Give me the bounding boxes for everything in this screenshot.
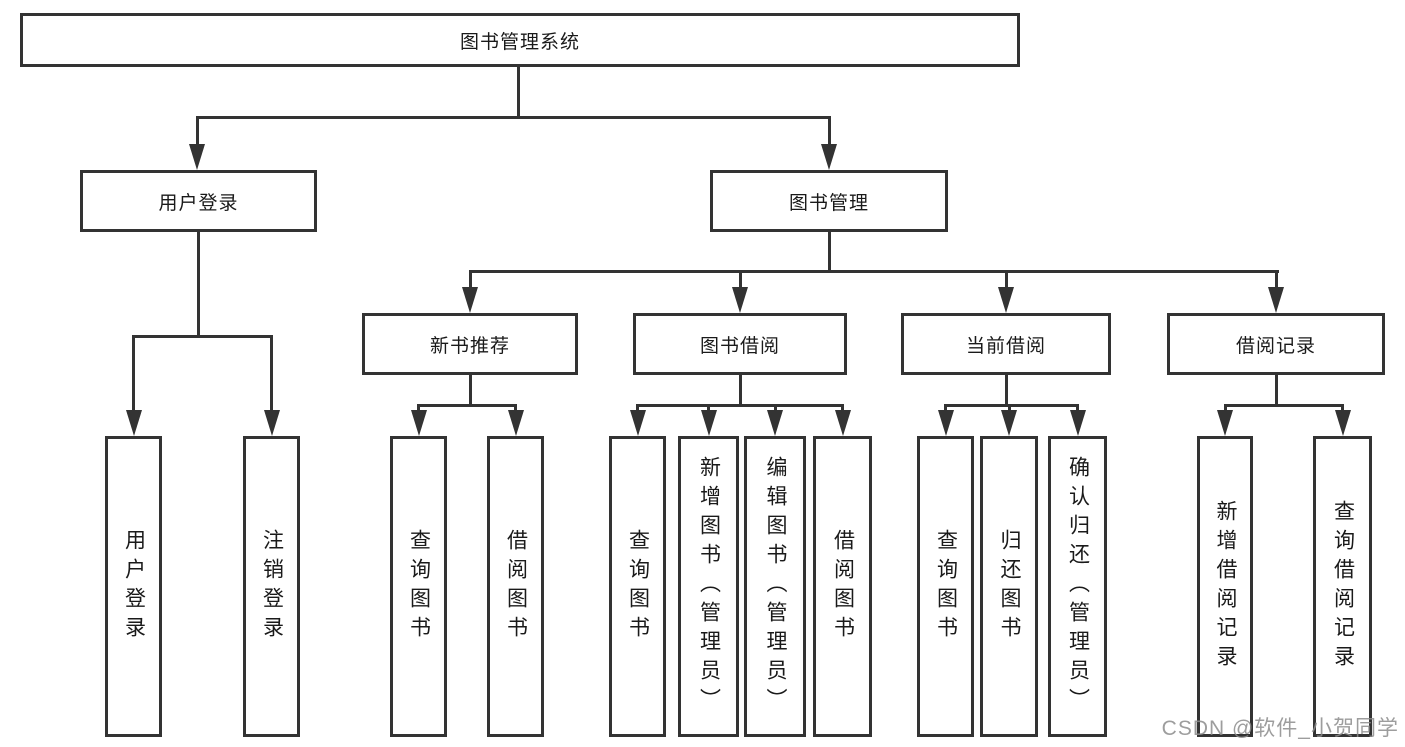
arrowhead-icon bbox=[767, 410, 783, 436]
connector-drop-login-logout bbox=[270, 337, 273, 413]
connector-drop-records bbox=[1275, 272, 1278, 290]
leaf-query-borrow-record: 查询借阅记录 bbox=[1313, 436, 1372, 737]
connector-rec-hline bbox=[417, 404, 517, 407]
arrowhead-icon bbox=[126, 410, 142, 436]
node-library-system: 图书管理系统 bbox=[20, 13, 1020, 67]
node-current-borrowing: 当前借阅 bbox=[901, 313, 1111, 375]
arrowhead-icon bbox=[189, 144, 205, 170]
arrowhead-icon bbox=[411, 410, 427, 436]
arrowhead-icon bbox=[1070, 410, 1086, 436]
leaf-borrow-books: 借阅图书 bbox=[813, 436, 872, 737]
connector-login-hline bbox=[132, 335, 273, 338]
leaf-add-borrow-record: 新增借阅记录 bbox=[1197, 436, 1253, 737]
connector-records-hline bbox=[1224, 404, 1344, 407]
connector-drop-borrow bbox=[739, 272, 742, 290]
leaf-borrow-query-books: 查询图书 bbox=[609, 436, 666, 737]
connector-mgmt-stem bbox=[828, 232, 831, 273]
connector-login-stem bbox=[197, 232, 200, 338]
leaf-user-login: 用户登录 bbox=[105, 436, 162, 737]
leaf-confirm-return-admin: 确认归还（管理员） bbox=[1048, 436, 1107, 737]
arrowhead-icon bbox=[1268, 287, 1284, 313]
connector-current-stem bbox=[1005, 375, 1008, 407]
leaf-rec-query-books: 查询图书 bbox=[390, 436, 447, 737]
leaf-rec-borrow-books: 借阅图书 bbox=[487, 436, 544, 737]
leaf-add-books-admin: 新增图书（管理员） bbox=[678, 436, 739, 737]
arrowhead-icon bbox=[998, 287, 1014, 313]
arrowhead-icon bbox=[821, 144, 837, 170]
arrowhead-icon bbox=[508, 410, 524, 436]
leaf-logout: 注销登录 bbox=[243, 436, 300, 737]
leaf-return-books: 归还图书 bbox=[980, 436, 1038, 737]
node-new-book-recommend: 新书推荐 bbox=[362, 313, 578, 375]
node-user-login: 用户登录 bbox=[80, 170, 317, 232]
connector-current-hline bbox=[944, 404, 1079, 407]
connector-records-stem bbox=[1275, 375, 1278, 407]
connector-borrow-stem bbox=[739, 375, 742, 407]
connector-drop-login-user bbox=[132, 337, 135, 413]
arrowhead-icon bbox=[630, 410, 646, 436]
connector-level1-hline bbox=[196, 116, 831, 119]
connector-drop-rec bbox=[469, 272, 472, 290]
arrowhead-icon bbox=[1217, 410, 1233, 436]
arrowhead-icon bbox=[1335, 410, 1351, 436]
node-book-management: 图书管理 bbox=[710, 170, 948, 232]
connector-drop-current bbox=[1005, 272, 1008, 290]
connector-mgmt-hline bbox=[469, 270, 1279, 273]
connector-drop-mgmt bbox=[828, 118, 831, 146]
leaf-current-query-books: 查询图书 bbox=[917, 436, 974, 737]
arrowhead-icon bbox=[835, 410, 851, 436]
node-borrowing-records: 借阅记录 bbox=[1167, 313, 1385, 375]
node-book-borrowing: 图书借阅 bbox=[633, 313, 847, 375]
arrowhead-icon bbox=[462, 287, 478, 313]
arrowhead-icon bbox=[1001, 410, 1017, 436]
connector-rec-stem bbox=[469, 375, 472, 407]
connector-borrow-hline bbox=[636, 404, 844, 407]
connector-drop-login bbox=[196, 118, 199, 146]
arrowhead-icon bbox=[732, 287, 748, 313]
arrowhead-icon bbox=[938, 410, 954, 436]
csdn-watermark: CSDN @软件_小贺同学 bbox=[1161, 717, 1399, 740]
arrowhead-icon bbox=[264, 410, 280, 436]
arrowhead-icon bbox=[701, 410, 717, 436]
leaf-edit-books-admin: 编辑图书（管理员） bbox=[744, 436, 806, 737]
connector-root-stem bbox=[517, 66, 520, 118]
